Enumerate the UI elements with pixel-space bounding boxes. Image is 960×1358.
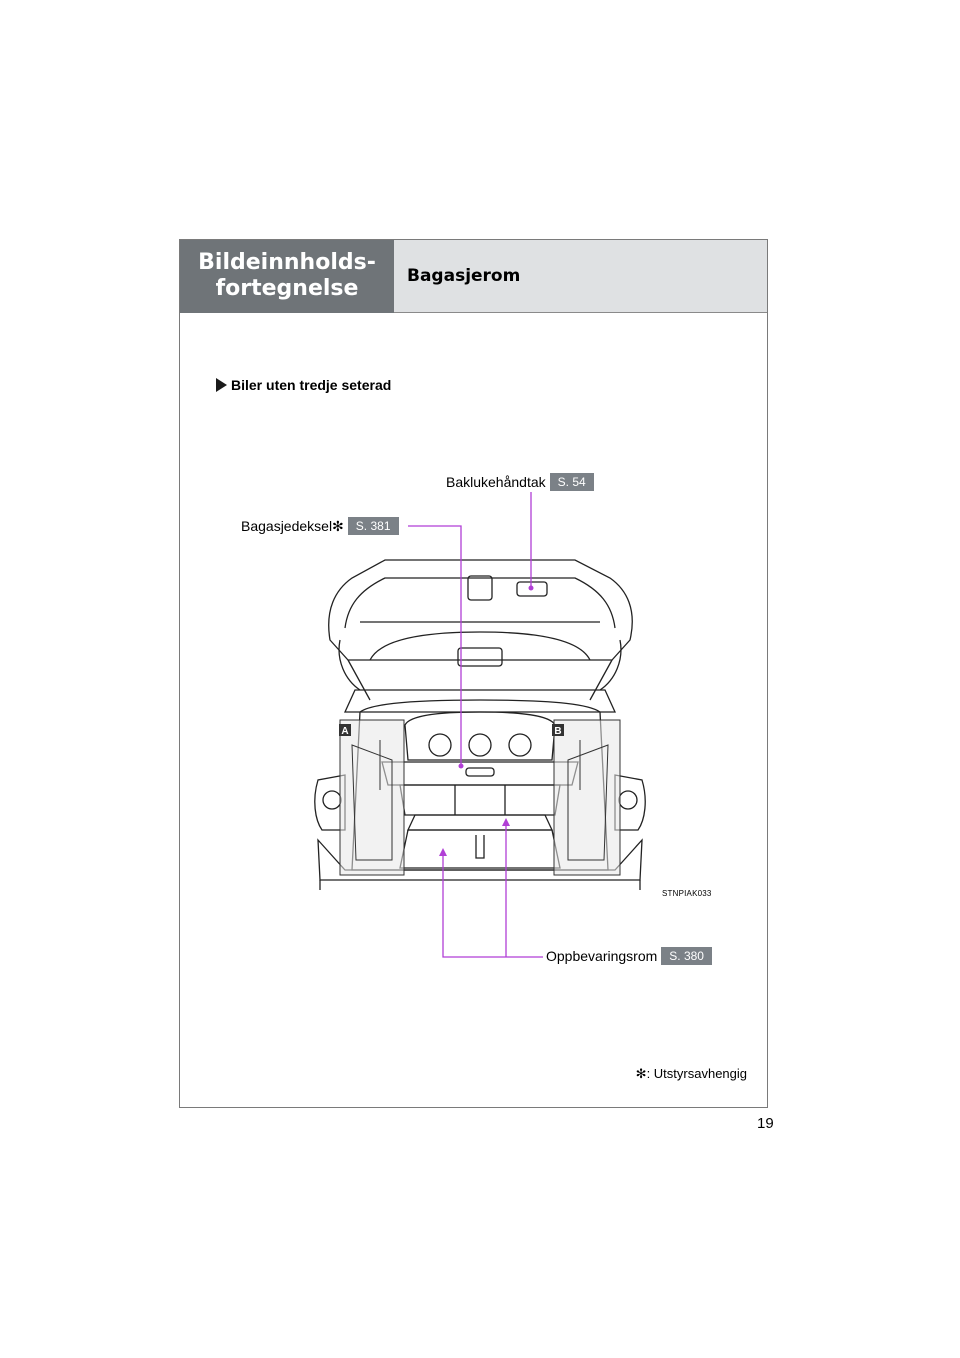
marker-a-box xyxy=(339,724,351,736)
detail-b-box xyxy=(553,719,621,876)
section-tab: Bildeinnholds- fortegnelse xyxy=(180,240,394,313)
leader-oppbevaringsrom xyxy=(442,822,543,958)
liftgate-outline xyxy=(328,559,633,661)
callout-oppbevaringsrom: Oppbevaringsrom S. 380 xyxy=(546,947,712,965)
callout-bagasjedeksel-page[interactable]: S. 381 xyxy=(347,517,399,535)
leader-bagasjedeksel xyxy=(408,525,462,766)
detail-a-box xyxy=(339,719,405,876)
page-title: Bagasjerom xyxy=(407,266,521,286)
callout-bagasjedeksel-label: Bagasjedeksel✻ xyxy=(241,517,344,534)
callout-bagasjedeksel: Bagasjedeksel✻ S. 381 xyxy=(241,517,399,535)
page-frame: Bildeinnholds- fortegnelse Bagasjerom xyxy=(179,239,768,1108)
marker-b-box xyxy=(552,724,564,736)
triangle-bullet-icon xyxy=(216,378,227,392)
callout-baklukehandtak-label: Baklukehåndtak xyxy=(446,474,546,490)
callout-oppbevaringsrom-page[interactable]: S. 380 xyxy=(661,947,712,965)
header-bar: Bagasjerom xyxy=(394,240,767,313)
subheading-text: Biler uten tredje seterad xyxy=(231,377,392,393)
marker-b: B xyxy=(554,726,561,737)
marker-a: A xyxy=(341,726,348,737)
callout-baklukehandtak: Baklukehåndtak S. 54 xyxy=(446,473,594,491)
callout-baklukehandtak-page[interactable]: S. 54 xyxy=(549,473,594,491)
section-tab-line2: fortegnelse xyxy=(215,276,359,301)
section-tab-line1: Bildeinnholds- xyxy=(198,250,376,275)
callout-oppbevaringsrom-label: Oppbevaringsrom xyxy=(546,948,658,964)
page-number: 19 xyxy=(757,1115,774,1132)
illustration-code: STNPIAK033 xyxy=(662,889,712,898)
subheading: Biler uten tredje seterad xyxy=(216,377,391,393)
liftgate-handle xyxy=(516,581,548,597)
footnote: ✻: Utstyrsavhengig xyxy=(635,1066,747,1081)
